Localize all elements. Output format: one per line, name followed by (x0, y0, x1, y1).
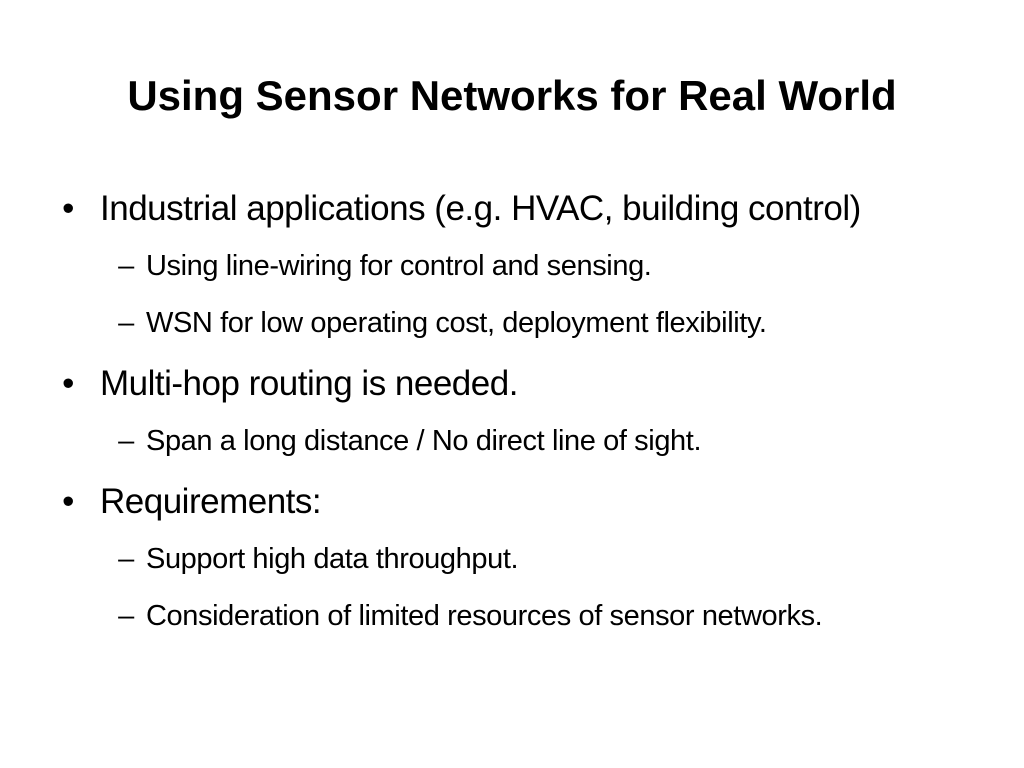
bullet-marker: • (62, 189, 74, 228)
sub-bullet-item: – Using line-wiring for control and sens… (100, 238, 998, 295)
sub-bullet-item: – Consideration of limited resources of … (100, 588, 998, 645)
bullet-list: • Industrial applications (e.g. HVAC, bu… (58, 183, 998, 651)
slide-title: Using Sensor Networks for Real World (127, 72, 897, 119)
sub-bullet-item: – WSN for low operating cost, deployment… (100, 295, 998, 352)
sub-bullet-text: Consideration of limited resources of se… (146, 600, 823, 632)
bullet-marker: • (62, 482, 74, 521)
bullet-text: Requirements: (100, 482, 322, 521)
dash-marker: – (118, 307, 134, 339)
sub-bullet-list: – Support high data throughput. – Consid… (100, 531, 998, 645)
bullet-item: • Requirements: – Support high data thro… (58, 476, 998, 645)
bullet-marker: • (62, 364, 74, 403)
dash-marker: – (118, 600, 134, 632)
sub-bullet-text: WSN for low operating cost, deployment f… (146, 307, 767, 339)
sub-bullet-text: Span a long distance / No direct line of… (146, 425, 702, 457)
dash-marker: – (118, 250, 134, 282)
dash-marker: – (118, 543, 134, 575)
sub-bullet-list: – Using line-wiring for control and sens… (100, 238, 998, 352)
bullet-text: Multi-hop routing is needed. (100, 364, 518, 403)
bullet-item: • Multi-hop routing is needed. – Span a … (58, 358, 998, 470)
bullet-text: Industrial applications (e.g. HVAC, buil… (100, 189, 861, 228)
sub-bullet-text: Support high data throughput. (146, 543, 519, 575)
sub-bullet-text: Using line-wiring for control and sensin… (146, 250, 652, 282)
sub-bullet-item: – Support high data throughput. (100, 531, 998, 588)
sub-bullet-list: – Span a long distance / No direct line … (100, 413, 998, 470)
bullet-item: • Industrial applications (e.g. HVAC, bu… (58, 183, 998, 352)
sub-bullet-item: – Span a long distance / No direct line … (100, 413, 998, 470)
dash-marker: – (118, 425, 134, 457)
